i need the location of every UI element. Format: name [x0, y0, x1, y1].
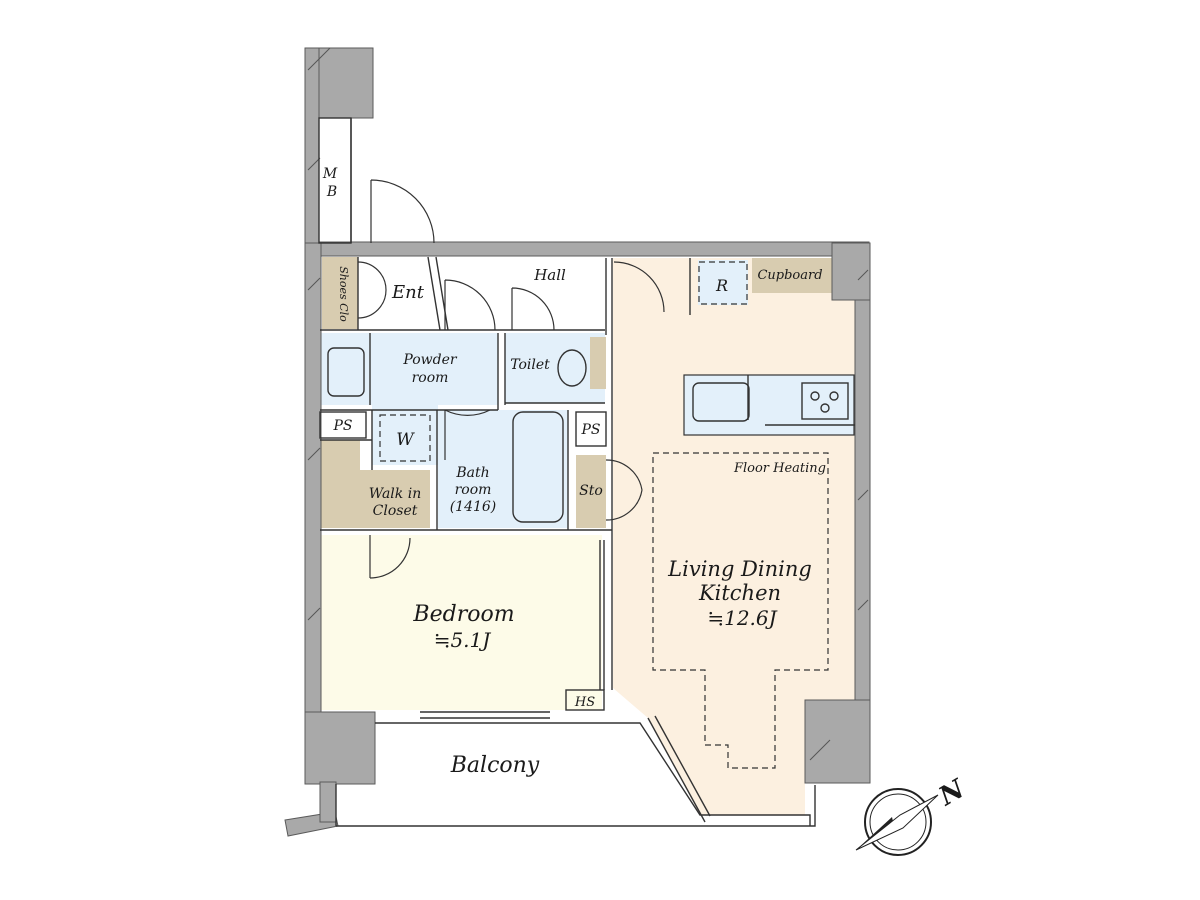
north-wall [318, 241, 870, 257]
washer-label: W [396, 430, 415, 450]
wall-hatch [307, 277, 321, 291]
front-door[interactable] [370, 179, 435, 244]
ps-left-box [319, 411, 367, 439]
bathroom-door[interactable] [444, 409, 491, 460]
bedroom-floor [320, 535, 602, 710]
wall-hatch [307, 607, 321, 621]
wall-hatch [857, 269, 869, 281]
burner-icon [810, 391, 820, 401]
bathroom-label: Bath [455, 465, 489, 481]
doors [357, 179, 665, 579]
stove-icon [801, 382, 849, 420]
shoes-closet-label: Shoes Clo [337, 266, 350, 322]
toilet-door[interactable] [511, 287, 555, 331]
heat-source-label: HS [574, 695, 595, 710]
wall-hatch [809, 739, 831, 761]
storage-fill [576, 455, 606, 528]
storage-doors[interactable] [605, 459, 643, 521]
refrigerator-label: R [715, 276, 728, 295]
burner-icon [829, 391, 839, 401]
walkin-closet-fill-2 [360, 470, 430, 528]
se-wall [804, 699, 871, 784]
cupboard-label: Cupboard [757, 268, 822, 283]
powder-room-label-2: room [412, 370, 449, 386]
labels: M B Shoes Clo Ent Hall R Cupboard Powder… [322, 166, 826, 778]
shoe-closet-doors[interactable] [357, 261, 387, 319]
ldk-area-label: ≒12.6J [707, 606, 777, 630]
fixtures [327, 261, 849, 769]
compass-icon: N [855, 774, 971, 856]
walls [284, 47, 871, 837]
ldk-window [647, 717, 706, 823]
ldk-label: Living Dining [667, 557, 812, 581]
ldk-label-2: Kitchen [698, 581, 781, 605]
balcony-west-post [319, 781, 337, 823]
bathtub-icon [512, 411, 564, 523]
wall-hatch [307, 447, 321, 461]
kitchen-sink-icon [692, 382, 750, 422]
sw-wall [304, 711, 376, 785]
partitions [318, 117, 855, 827]
washer-space [379, 414, 431, 462]
floor-fills [320, 257, 855, 815]
toilet-shelf [590, 337, 606, 389]
washbasin-icon [327, 347, 365, 397]
powder-room-door[interactable] [444, 279, 496, 331]
walkin-closet-fill [320, 440, 360, 528]
entrance-step [427, 256, 441, 331]
floor-heating-label: Floor Heating [733, 461, 826, 476]
hs-box [565, 689, 605, 711]
bedroom-area-label: ≒5.1J [434, 628, 492, 652]
wall-hatch [307, 47, 331, 71]
entrance-label: Ent [391, 282, 425, 303]
ps-right-label: PS [580, 422, 600, 438]
ldk-door[interactable] [613, 261, 665, 313]
bathroom-label-2: room [455, 482, 492, 498]
fridge-space [698, 261, 748, 305]
toilet-label: Toilet [510, 357, 550, 373]
bathroom-floor [438, 410, 568, 528]
ps-right-box [575, 411, 607, 447]
refrigerator-space [698, 260, 748, 305]
wall-hatch [857, 489, 869, 501]
shoes-closet-fill [322, 257, 358, 329]
ldk-window-2 [654, 715, 711, 817]
powder-room-label: Powder [402, 352, 458, 368]
balcony-outer-edge [336, 785, 816, 827]
cupboard-fill [752, 258, 832, 293]
west-wall-upper [304, 47, 320, 244]
bedroom-door[interactable] [369, 535, 411, 579]
toilet-icon [557, 349, 587, 387]
ne-corner-wall [831, 242, 871, 301]
entrance-step-2 [435, 256, 449, 331]
bathroom-label-3: (1416) [450, 499, 497, 515]
toilet-floor [505, 333, 605, 403]
floor-heating-area [652, 452, 829, 769]
storage-label: Sto [579, 483, 603, 499]
west-wall [304, 242, 322, 784]
balcony-label: Balcony [450, 753, 540, 778]
hall-label: Hall [533, 266, 566, 284]
wall-hatch [857, 599, 869, 611]
balcony-inner-edge [375, 722, 811, 826]
mb-label: M [322, 166, 338, 182]
compass-north-label: N [933, 774, 971, 813]
wall-hatch [307, 157, 321, 171]
burner-icon [820, 403, 830, 413]
walkin-closet-label-2: Closet [373, 503, 418, 519]
powder-room-floor [320, 333, 498, 405]
walkin-closet-label: Walk in [369, 486, 421, 502]
bedroom-label: Bedroom [412, 602, 514, 627]
mb-label-2: B [326, 184, 337, 200]
ps-left-label: PS [332, 418, 352, 434]
